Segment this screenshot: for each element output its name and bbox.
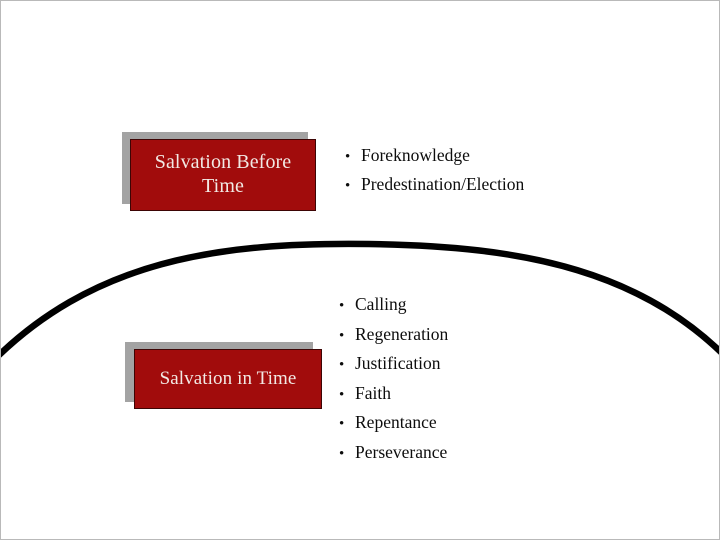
bullet-label: Predestination/Election — [361, 174, 525, 194]
bullet-icon: • — [339, 357, 345, 373]
bullet-label: Perseverance — [355, 441, 448, 462]
list-item: • Calling — [339, 294, 448, 324]
bullet-icon: • — [345, 149, 351, 165]
bullet-icon: • — [339, 386, 345, 403]
list-item: • Predestination/Election — [345, 174, 524, 203]
bullet-label: Repentance — [355, 412, 437, 432]
bullet-icon: • — [339, 298, 345, 314]
bullet-icon: • — [339, 445, 345, 462]
list-item: • Foreknowledge — [345, 145, 524, 174]
bullet-icon: • — [339, 327, 345, 344]
list-item: • Regeneration — [339, 324, 448, 354]
in-time-bullet-list: • Calling • Regeneration • Justification… — [339, 294, 448, 471]
list-item: • Perseverance — [339, 442, 448, 472]
bullet-label: Justification — [355, 353, 441, 373]
before-time-bullet-list: • Foreknowledge • Predestination/Electio… — [345, 145, 524, 203]
bullet-label: Regeneration — [355, 323, 449, 344]
salvation-before-time-label: Salvation Before Time — [130, 139, 316, 211]
bullet-icon: • — [345, 178, 351, 194]
salvation-in-time-label: Salvation in Time — [134, 349, 322, 409]
list-item: • Repentance — [339, 412, 448, 442]
bullet-label: Foreknowledge — [361, 145, 470, 165]
bullet-icon: • — [339, 416, 345, 432]
bullet-label: Faith — [355, 382, 391, 403]
bullet-label: Calling — [355, 294, 407, 314]
list-item: • Faith — [339, 383, 448, 413]
list-item: • Justification — [339, 353, 448, 383]
